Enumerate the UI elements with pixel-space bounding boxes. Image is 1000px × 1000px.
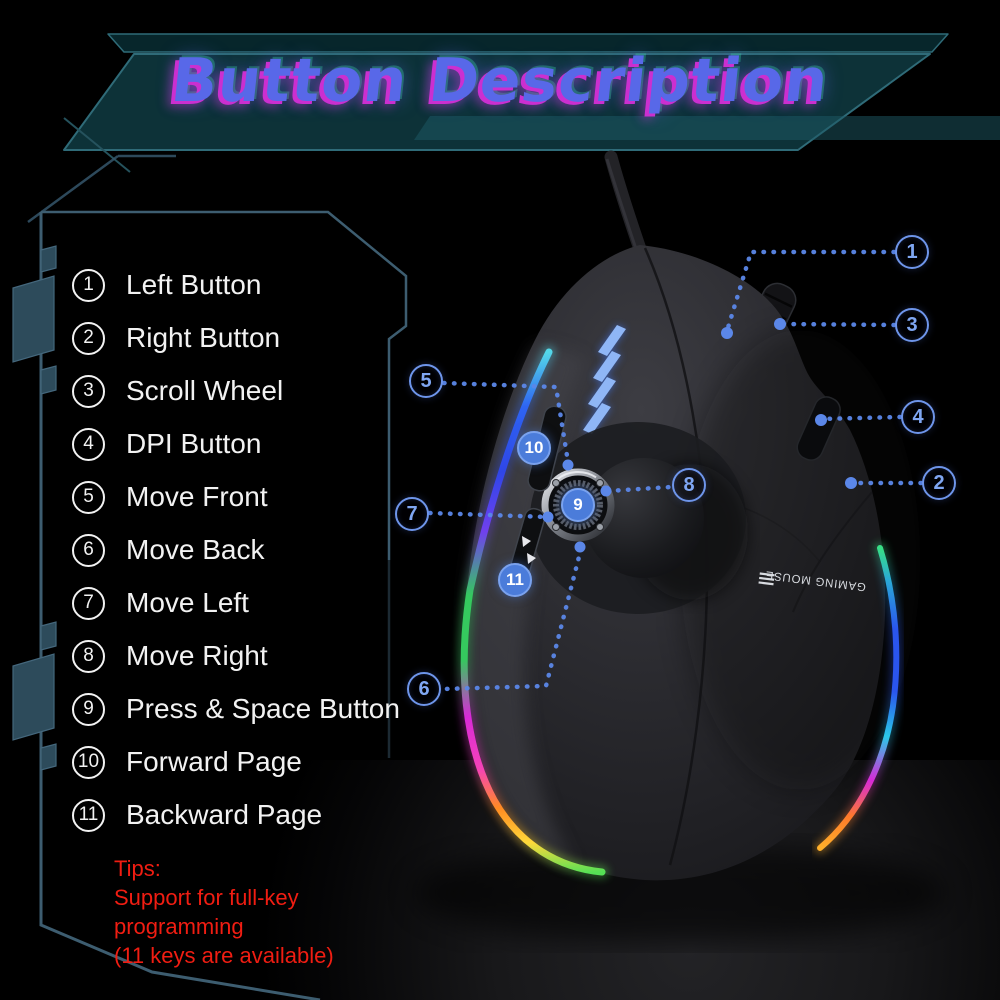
legend-label: Backward Page	[126, 799, 323, 830]
legend-number-badge: 1	[72, 268, 105, 302]
legend-number-badge: 4	[72, 427, 105, 461]
list-item: 8 Move Right	[72, 639, 400, 673]
callout-3-scroll-wheel: 3	[895, 308, 929, 342]
list-item: 7 Move Left	[72, 586, 400, 620]
callout-9-press-space: 9	[561, 488, 595, 522]
legend-number-badge: 3	[72, 374, 105, 408]
list-item: 1 Left Button	[72, 268, 400, 302]
mouse-cable	[604, 150, 648, 259]
button-legend: 1 Left Button 2 Right Button 3 Scroll Wh…	[72, 268, 400, 832]
callout-4-dpi-button: 4	[901, 400, 935, 434]
legend-number-badge: 9	[72, 692, 105, 726]
list-item: 6 Move Back	[72, 533, 400, 567]
legend-label: Right Button	[126, 322, 281, 353]
list-item: 10 Forward Page	[72, 745, 400, 779]
callout-10-forward-page: 10	[517, 431, 551, 465]
legend-number-badge: 5	[72, 480, 105, 514]
callout-leader-lines	[427, 249, 924, 692]
legend-label: Move Front	[126, 481, 268, 512]
legend-label: Move Left	[126, 587, 249, 618]
callout-6-move-back: 6	[407, 672, 441, 706]
legend-number-badge: 6	[72, 533, 105, 567]
page-title: Button Description	[167, 46, 833, 116]
legend-label: DPI Button	[126, 428, 262, 459]
callout-5-move-front: 5	[409, 364, 443, 398]
legend-number-badge: 2	[72, 321, 105, 355]
list-item: 5 Move Front	[72, 480, 400, 514]
callout-1-left-button: 1	[895, 235, 929, 269]
legend-label: Press & Space Button	[126, 693, 400, 724]
list-item: 11 Backward Page	[72, 798, 400, 832]
legend-label: Move Right	[126, 640, 268, 671]
tips-heading: Tips:	[114, 856, 161, 881]
legend-label: Scroll Wheel	[126, 375, 284, 406]
legend-number-badge: 10	[72, 745, 105, 779]
title-banner	[63, 33, 1000, 173]
tips-line: programming	[114, 914, 244, 939]
brand-bars-icon	[758, 572, 775, 586]
tips-note: Tips: Support for full-key programming (…	[114, 854, 334, 970]
list-item: 3 Scroll Wheel	[72, 374, 400, 408]
legend-number-badge: 7	[72, 586, 105, 620]
callout-8-move-right: 8	[672, 468, 706, 502]
callout-anchor-dots	[542, 318, 857, 553]
list-item: 4 DPI Button	[72, 427, 400, 461]
callout-11-backward-page: 11	[498, 563, 532, 597]
callout-7-move-left: 7	[395, 497, 429, 531]
tips-line: (11 keys are available)	[114, 943, 334, 968]
legend-number-badge: 11	[72, 798, 105, 832]
legend-label: Forward Page	[126, 746, 302, 777]
side-button-arrows	[522, 536, 536, 564]
tips-line: Support for full-key	[114, 885, 299, 910]
brand-stripes-logo	[583, 325, 626, 434]
list-item: 2 Right Button	[72, 321, 400, 355]
legend-number-badge: 8	[72, 639, 105, 673]
legend-label: Left Button	[126, 269, 262, 300]
legend-label: Move Back	[126, 534, 265, 565]
dpi-button	[796, 396, 841, 461]
rgb-strip-right	[814, 542, 903, 854]
legend-frame	[12, 154, 408, 1000]
list-item: 9 Press & Space Button	[72, 692, 400, 726]
rgb-strip-left	[457, 345, 609, 879]
callout-2-right-button: 2	[922, 466, 956, 500]
